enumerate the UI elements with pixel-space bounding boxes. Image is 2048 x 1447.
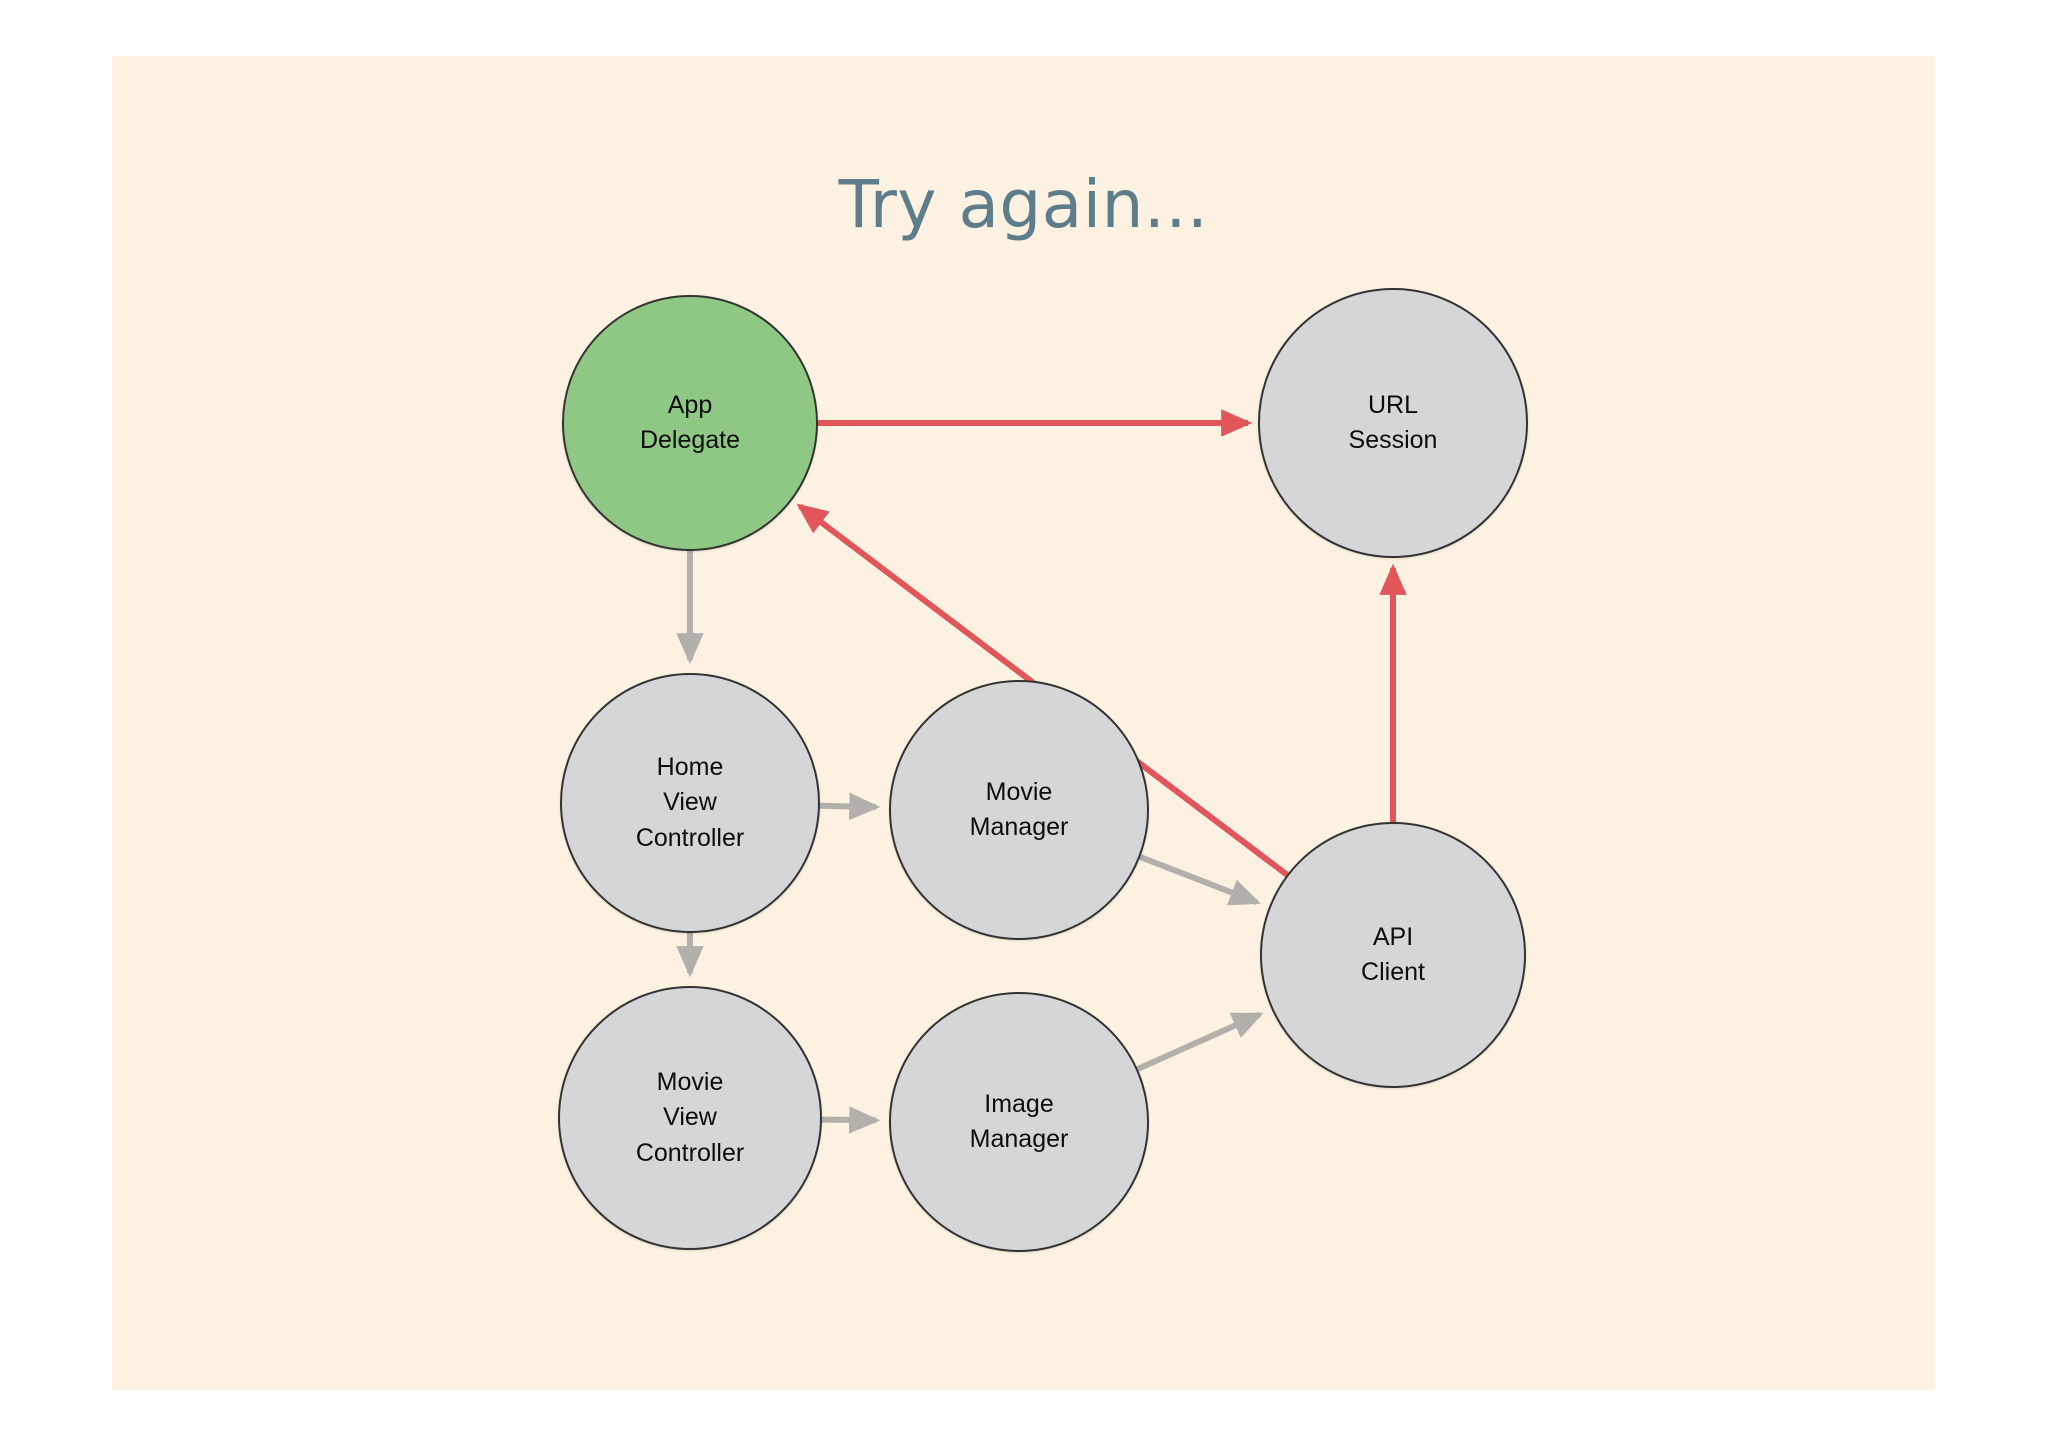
node-label-movie-view-controller: Movie View Controller — [635, 1067, 745, 1167]
node-home-view-controller[interactable]: Home View Controller — [560, 673, 820, 933]
node-label-app-delegate: App Delegate — [639, 390, 741, 455]
node-movie-view-controller[interactable]: Movie View Controller — [558, 986, 822, 1250]
node-label-url-session: URL Session — [1348, 390, 1438, 455]
node-label-home-view-controller: Home View Controller — [635, 752, 745, 852]
node-label-api-client: API Client — [1361, 922, 1425, 987]
page-title: Try again... — [838, 166, 1209, 243]
node-api-client[interactable]: API Client — [1260, 822, 1526, 1088]
node-app-delegate[interactable]: App Delegate — [562, 295, 818, 551]
node-url-session[interactable]: URL Session — [1258, 288, 1528, 558]
node-label-image-manager: Image Manager — [969, 1089, 1069, 1154]
node-image-manager[interactable]: Image Manager — [889, 992, 1149, 1252]
node-label-movie-manager: Movie Manager — [969, 777, 1069, 842]
node-movie-manager[interactable]: Movie Manager — [889, 680, 1149, 940]
